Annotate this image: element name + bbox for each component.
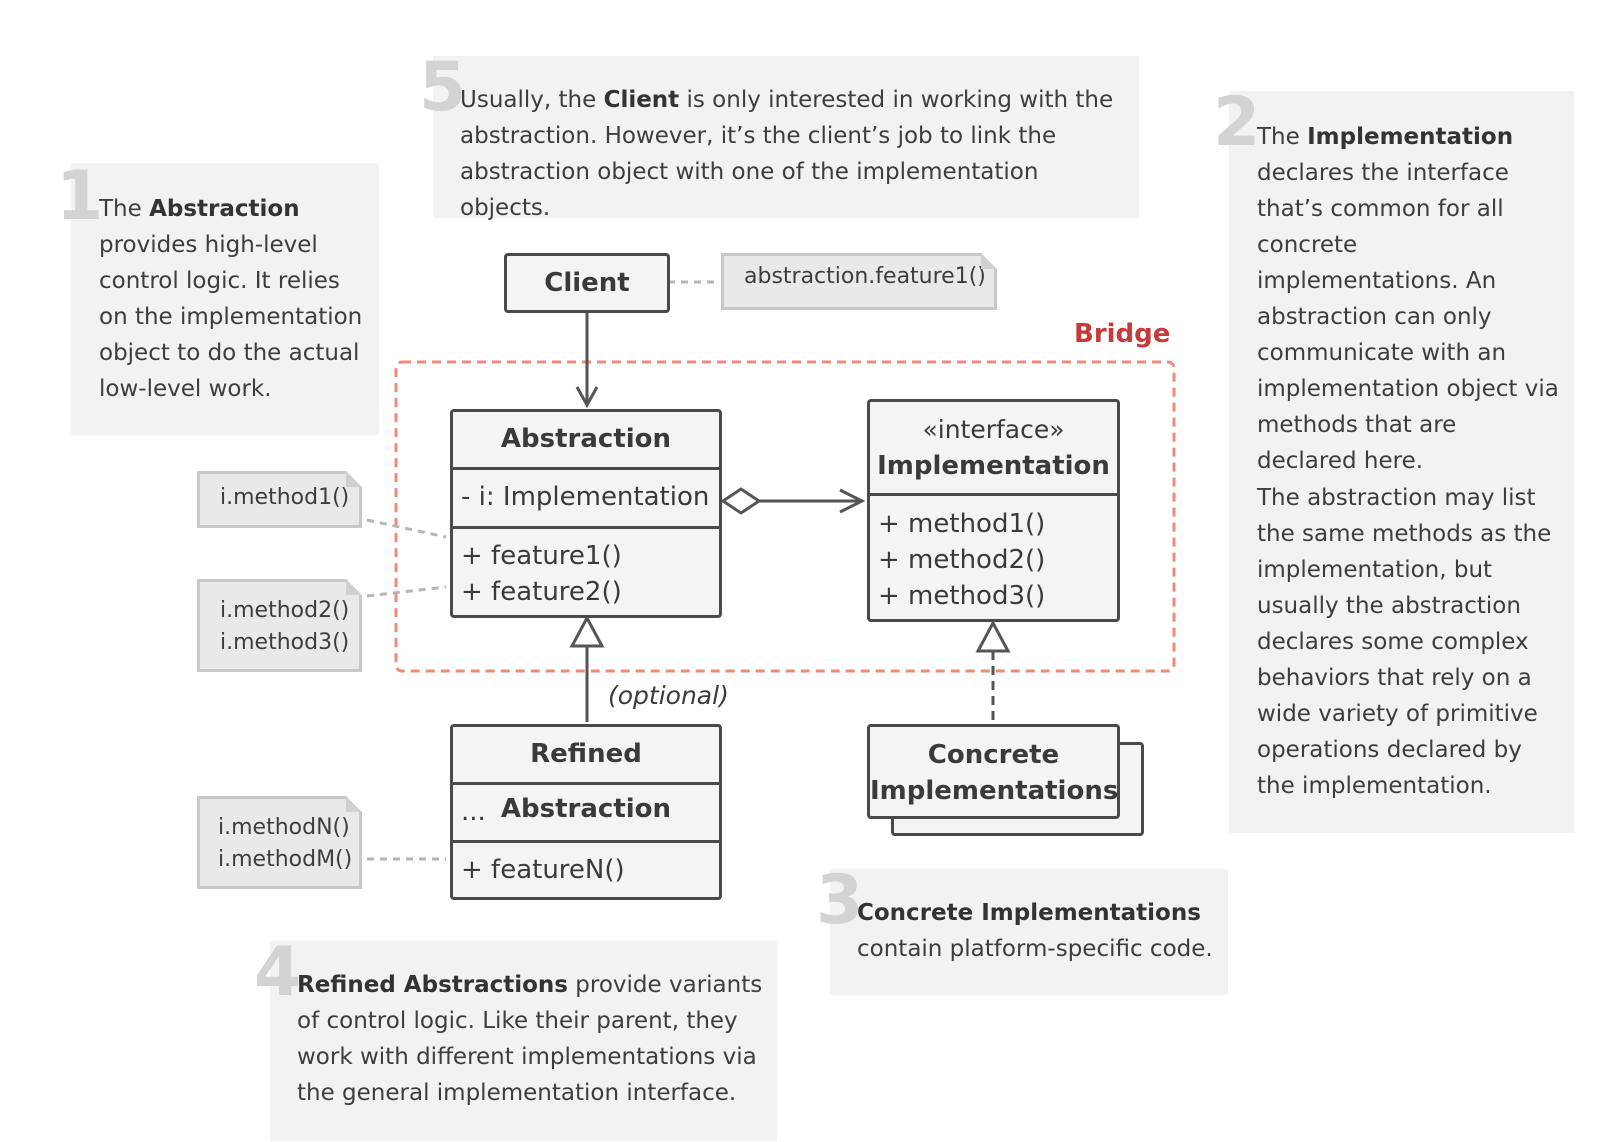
method-method3: + method3(): [878, 581, 1046, 611]
refined-method: + featureN(): [453, 840, 719, 897]
aggregation-arrowhead: [839, 488, 866, 514]
implementation-header: «interface» Implementation: [870, 402, 1117, 493]
method-feature1: + feature1(): [461, 541, 622, 571]
memo-line-2: i.method3(): [220, 630, 350, 655]
note-number: 4: [254, 933, 302, 1012]
bridge-region: [394, 360, 1176, 673]
optional-label: (optional): [608, 681, 729, 710]
memo-line-1: i.methodN(): [218, 815, 350, 840]
note-text-paragraph-2: The abstraction may list the same method…: [1257, 485, 1552, 799]
note-5: 5 Usually, the Client is only interested…: [419, 54, 1139, 221]
memo-text: i.method1(): [220, 485, 350, 510]
implementation-stereotype: «interface»: [922, 415, 1065, 444]
abstraction-box[interactable]: Abstraction - i: Implementation + featur…: [450, 409, 722, 618]
method-method1: + method1(): [878, 509, 1046, 539]
note-number: 1: [56, 157, 104, 236]
memo-line-1: i.method2(): [220, 598, 350, 623]
concrete-title-line1: Concrete: [927, 740, 1060, 770]
client-box[interactable]: Client: [504, 253, 670, 313]
note-text: The Abstraction provides high-level cont…: [99, 196, 363, 402]
realization-triangle: [975, 619, 1011, 653]
refined-title: Refined Abstraction: [500, 739, 672, 824]
note-4: 4 Refined Abstractions provide variants …: [254, 939, 777, 1141]
implementation-methods: + method1() + method2() + method3(): [870, 493, 1117, 614]
memo-fold-icon: [981, 253, 997, 269]
implementation-box[interactable]: «interface» Implementation + method1() +…: [867, 399, 1120, 622]
memo1-connector: [366, 518, 447, 539]
memo-method2-method3: i.method2() i.method3(): [197, 579, 362, 672]
memo-fold-icon: [346, 579, 362, 595]
refined-abstraction-box[interactable]: Refined Abstraction ... + featureN(): [450, 724, 722, 900]
note-text: Usually, the Client is only interested i…: [460, 87, 1114, 221]
note-number: 3: [816, 861, 864, 940]
memo-fold-icon: [346, 796, 362, 812]
note-text: Refined Abstractions provide variants of…: [297, 972, 763, 1106]
inheritance-triangle: [569, 614, 605, 648]
abstraction-field: - i: Implementation: [453, 467, 719, 526]
refined-field: ...: [453, 782, 719, 840]
note-number: 2: [1213, 83, 1261, 162]
client-abstraction-arrowhead: [575, 386, 599, 409]
memo-methodN-methodM: i.methodN() i.methodM(): [197, 796, 362, 889]
memo-fold-icon: [346, 471, 362, 487]
note-2: 2 The Implementation declares the interf…: [1213, 89, 1574, 833]
concrete-implementations-box[interactable]: Concrete Implementations: [867, 724, 1120, 819]
abstraction-methods: + feature1() + feature2(): [453, 526, 719, 610]
memo-text: abstraction.feature1(): [744, 264, 986, 289]
implementation-title: Implementation: [877, 451, 1110, 481]
concrete-title-line2: Implementations: [870, 776, 1119, 806]
note-text: The Implementation declares the interfac…: [1257, 124, 1559, 474]
memo-line-2: i.methodM(): [218, 847, 353, 872]
abstraction-title: Abstraction: [500, 424, 672, 454]
method-method2: + method2(): [878, 545, 1046, 575]
client-title: Client: [544, 268, 630, 298]
client-memo: abstraction.feature1(): [721, 253, 997, 310]
bridge-label: Bridge: [1074, 319, 1171, 349]
note-1: 1 The Abstraction provides high-level co…: [56, 163, 379, 435]
memo-method1: i.method1(): [197, 471, 362, 528]
aggregation-diamond: [720, 487, 762, 515]
note-number: 5: [419, 48, 467, 127]
method-feature2: + feature2(): [461, 577, 622, 607]
memo2-connector: [366, 585, 447, 598]
